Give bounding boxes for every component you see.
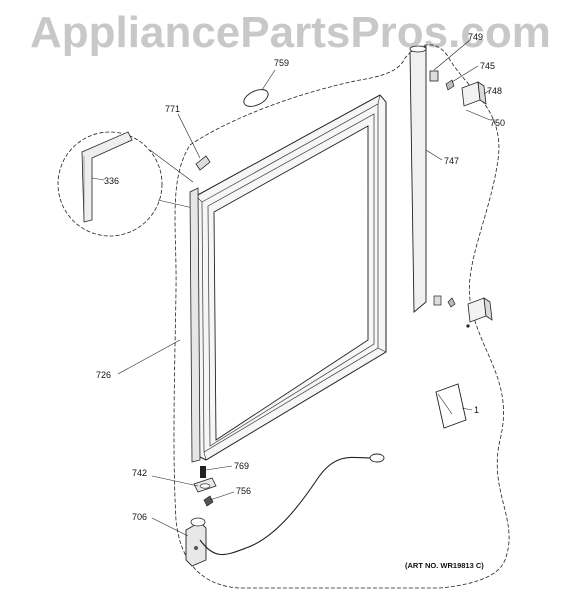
leader-706: [151, 517, 189, 537]
oval-part-759: [243, 89, 269, 107]
leader-759: [261, 69, 276, 91]
label-749: 749: [468, 32, 483, 42]
label-771: 771: [165, 104, 180, 114]
screw-771-part: [195, 155, 211, 171]
inset-leader-top: [149, 149, 194, 183]
leader-742: [151, 475, 199, 487]
label-750: 750: [490, 118, 505, 128]
label-748: 748: [487, 86, 502, 96]
label-1: 1: [474, 405, 479, 415]
manual-part: [435, 383, 467, 429]
label-759: 759: [274, 58, 289, 68]
small-dot-lower: [466, 324, 470, 328]
label-336: 336: [104, 176, 119, 186]
cable-connector: [369, 453, 385, 463]
art-number: (ART NO. WR19813 C): [405, 561, 484, 570]
screw-745-part: [445, 79, 455, 91]
label-747: 747: [444, 156, 459, 166]
gasket-corner-part: [81, 131, 133, 223]
bracket-lower-part: [467, 297, 493, 323]
assembly-outline: [173, 44, 510, 589]
label-726: 726: [96, 370, 111, 380]
bolt-756-part: [203, 495, 214, 507]
leader-1: [461, 407, 473, 411]
inset-leader-bottom: [157, 199, 194, 209]
label-706: 706: [132, 512, 147, 522]
heater-tube-part: [409, 45, 427, 313]
heater-cable: [199, 456, 373, 556]
leader-745: [451, 65, 479, 83]
leader-749: [433, 39, 471, 71]
pin-749-part: [429, 70, 439, 82]
leader-771: [177, 113, 201, 159]
leader-748: [483, 89, 491, 95]
leader-756: [209, 491, 235, 501]
hinge-bracket-742-part: [193, 477, 217, 493]
leader-726: [117, 339, 181, 375]
leader-747: [425, 149, 443, 161]
label-742: 742: [132, 468, 147, 478]
label-756: 756: [236, 486, 251, 496]
label-745: 745: [480, 61, 495, 71]
watermark: AppliancePartsPros.com: [30, 8, 551, 57]
leader-336: [91, 177, 105, 181]
small-screw-lower: [447, 297, 456, 308]
hinge-bottom-706-part: [185, 517, 207, 567]
leader-769: [205, 465, 233, 471]
leader-750: [465, 109, 491, 121]
label-769: 769: [234, 461, 249, 471]
door-frame-part: [189, 94, 387, 463]
tube-lower-fitting: [433, 295, 442, 306]
hinge-pin-769-part: [200, 466, 206, 478]
bracket-748-part: [461, 81, 487, 107]
